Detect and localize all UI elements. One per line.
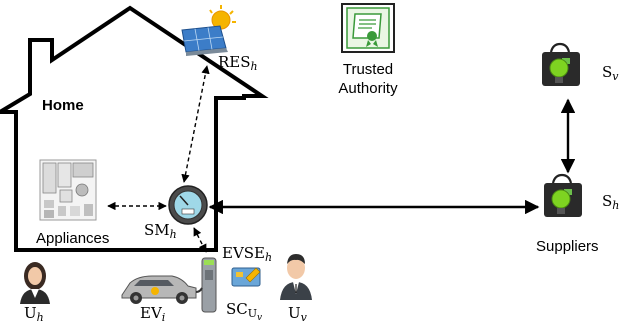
uv-label: Uv (288, 304, 307, 324)
sv-label: Sv (602, 63, 619, 83)
sm-evse-link (193, 227, 207, 253)
sm-label: SMh (144, 221, 177, 241)
sm-res-link (181, 65, 210, 183)
supplier-bag-icon (542, 42, 580, 86)
uh-label: Uh (24, 304, 44, 324)
solar-panel-icon (181, 5, 236, 56)
ev-charger-icon (201, 257, 217, 313)
smart-card-icon (231, 267, 261, 287)
evse-label: EVSEh (222, 244, 273, 264)
suppliers-label: Suppliers (536, 238, 599, 255)
appliances-label: Appliances (36, 230, 110, 247)
ev-label: EVi (140, 304, 166, 324)
trusted-authority-label: Trusted Authority (338, 61, 398, 97)
user-female-icon (20, 262, 50, 304)
sh-label: Sh (602, 192, 620, 212)
home-title: Home (42, 97, 84, 114)
electric-car-icon (121, 275, 203, 304)
appliances-icon (39, 159, 97, 221)
smart-meter-icon (168, 185, 208, 225)
user-male-icon (280, 254, 312, 300)
certificate-icon (341, 3, 395, 53)
home-outline (0, 5, 269, 252)
res-label: RESh (218, 53, 258, 73)
supplier-bag-icon (544, 173, 582, 217)
sc-label: SCUv (226, 300, 263, 323)
